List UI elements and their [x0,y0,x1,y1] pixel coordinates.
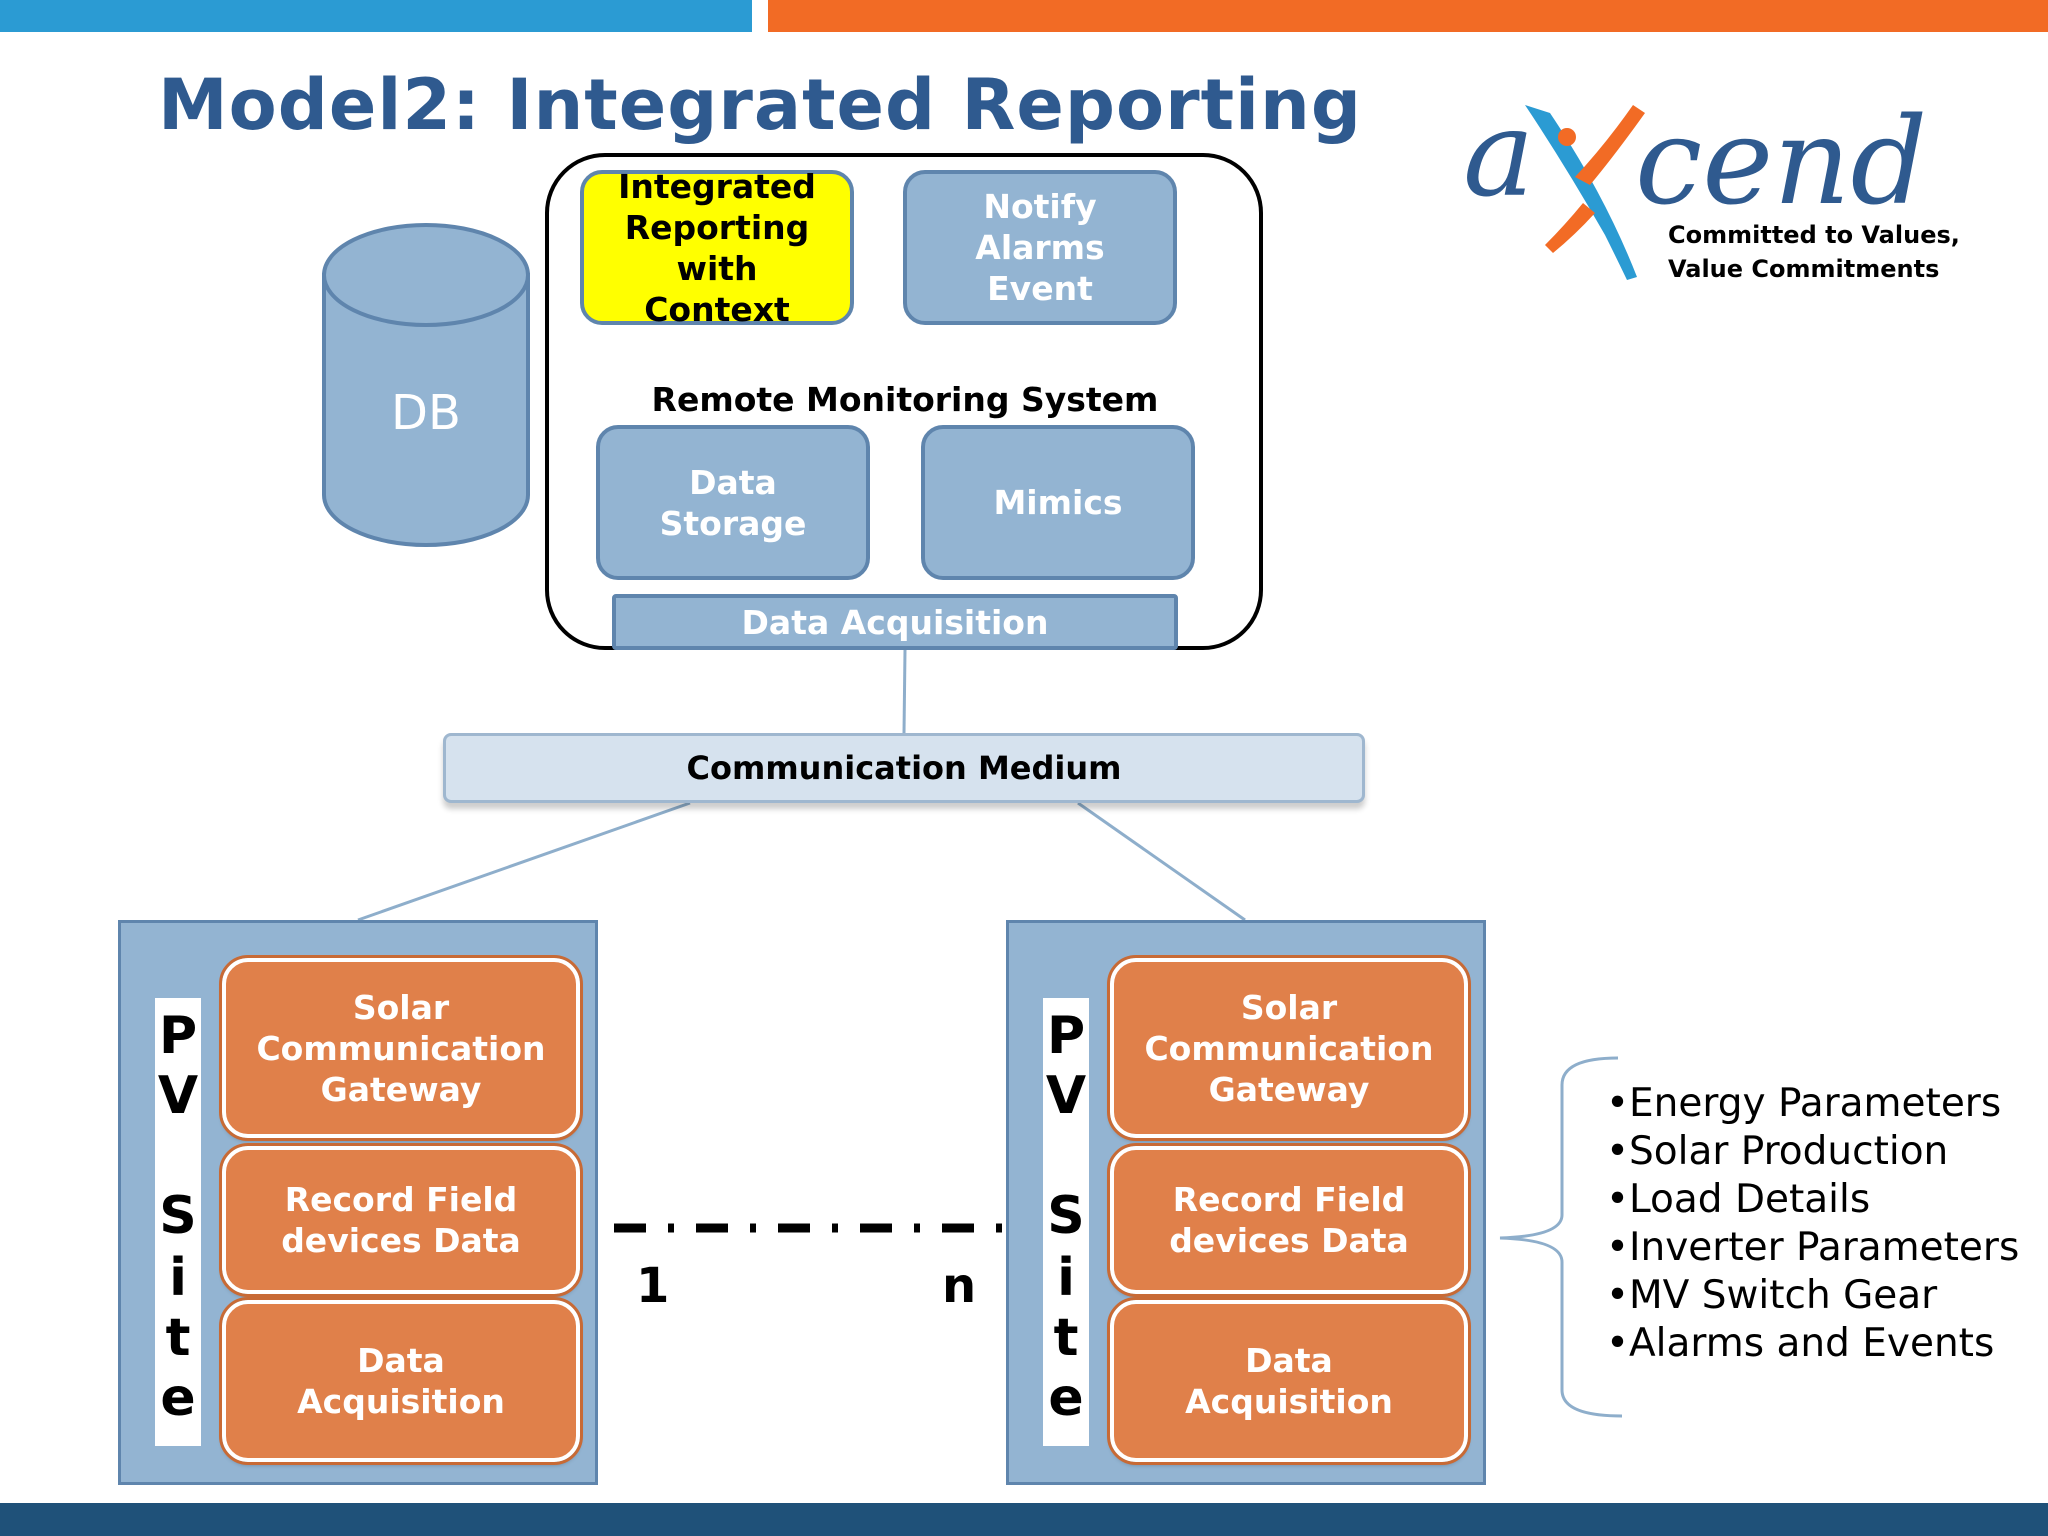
parameter-item: •MV Switch Gear [1606,1273,1938,1318]
pv-site-letter: S [159,1186,197,1246]
parameter-item: •Load Details [1606,1177,1871,1222]
pv-site-1-vertical-label: P V S i t e [155,998,201,1446]
gateway-line: Solar [1240,987,1338,1027]
acquisition-line: Acquisition [1185,1382,1393,1421]
integrated-reporting-line: with [676,248,758,288]
notify-line: Event [987,269,1093,308]
top-accent-bar-orange [768,0,2048,32]
pv-site-letter: e [160,1368,196,1428]
site-range-start: 1 [636,1258,670,1314]
axcend-logo-graphic: a cend Committed to Values, Value Commit… [1463,85,1960,283]
logo-tagline-1: Committed to Values, [1668,221,1960,249]
pv-site-letter: t [165,1308,191,1368]
data-storage-box: Data Storage [596,425,870,580]
database-label: DB [391,385,461,441]
gateway-line: Solar [352,987,450,1027]
pv-site-letter: i [1057,1248,1075,1308]
pv-site-letter: e [1048,1368,1084,1428]
top-accent-bar-blue [0,0,752,32]
database-icon [322,223,530,547]
gateway-line: Communication [256,1028,546,1068]
integrated-reporting-box: Integrated Reporting with Context [580,167,854,329]
connector-rms-to-medium [902,649,907,734]
notify-line: Notify [983,187,1097,226]
communication-medium-bar: Communication Medium [443,733,1365,803]
gateway-line: Gateway [320,1069,482,1109]
pv-site-letter: S [1047,1186,1085,1246]
axcend-logo: a cend Committed to Values, Value Commit… [1455,85,1975,295]
pv-site-letter: t [1053,1308,1079,1368]
pv-site-1-acquisition-box: Data Acquisition [219,1297,583,1465]
parameter-item: •Alarms and Events [1606,1321,1995,1366]
record-line: Record Field [284,1180,518,1219]
integrated-reporting-line: Integrated [618,166,816,206]
acquisition-line: Data [1245,1341,1333,1380]
svg-text:a: a [1463,85,1535,224]
acquisition-line: Acquisition [297,1382,505,1421]
logo-tagline-2: Value Commitments [1668,255,1939,283]
integrated-reporting-line: Reporting [624,207,810,247]
notify-alarms-box: Notify Alarms Event [903,170,1177,325]
parameters-brace [1499,1056,1623,1418]
bottom-accent-bar [0,1503,2048,1536]
pv-site-1-gateway-box: Solar Communication Gateway [219,955,583,1141]
connector-medium-to-site-1 [357,801,691,922]
mimics-box: Mimics [921,425,1195,580]
pv-site-letter: P [158,1006,198,1066]
remote-monitoring-system-label: Remote Monitoring System [651,380,1159,419]
connector-medium-to-site-n [1077,801,1246,922]
data-storage-line: Storage [659,503,807,543]
gateway-line: Gateway [1208,1069,1370,1109]
parameter-item: •Inverter Parameters [1606,1225,2020,1270]
acquisition-line: Data [357,1341,445,1380]
parameter-item: •Solar Production [1606,1129,1949,1174]
pv-site-letter: i [169,1248,187,1308]
mimics-label: Mimics [993,483,1123,522]
pv-site-n-record-box: Record Field devices Data [1107,1143,1471,1297]
database-cylinder: DB [320,220,532,550]
pv-site-letter: P [1046,1006,1086,1066]
pv-site-letter: V [157,1066,199,1126]
slide-title: Model2: Integrated Reporting [158,64,1362,146]
parameters-list: •Energy Parameters •Solar Production •Lo… [1606,1080,2019,1368]
parameter-item: •Energy Parameters [1606,1081,2002,1126]
site-range-end: n [942,1258,977,1314]
record-line: devices Data [281,1221,521,1260]
pv-site-letter: V [1045,1066,1087,1126]
pv-site-n-vertical-label: P V S i t e [1043,998,1089,1446]
rms-data-acquisition-bar: Data Acquisition [612,594,1178,650]
pv-site-1-record-box: Record Field devices Data [219,1143,583,1297]
record-line: Record Field [1172,1180,1406,1219]
gateway-line: Communication [1144,1028,1434,1068]
pv-site-n-acquisition-box: Data Acquisition [1107,1297,1471,1465]
data-storage-line: Data [689,462,777,502]
notify-line: Alarms [975,228,1105,267]
integrated-reporting-line: Context [644,289,790,329]
pv-site-n-gateway-box: Solar Communication Gateway [1107,955,1471,1141]
record-line: devices Data [1169,1221,1409,1260]
svg-text:cend: cend [1635,93,1927,232]
